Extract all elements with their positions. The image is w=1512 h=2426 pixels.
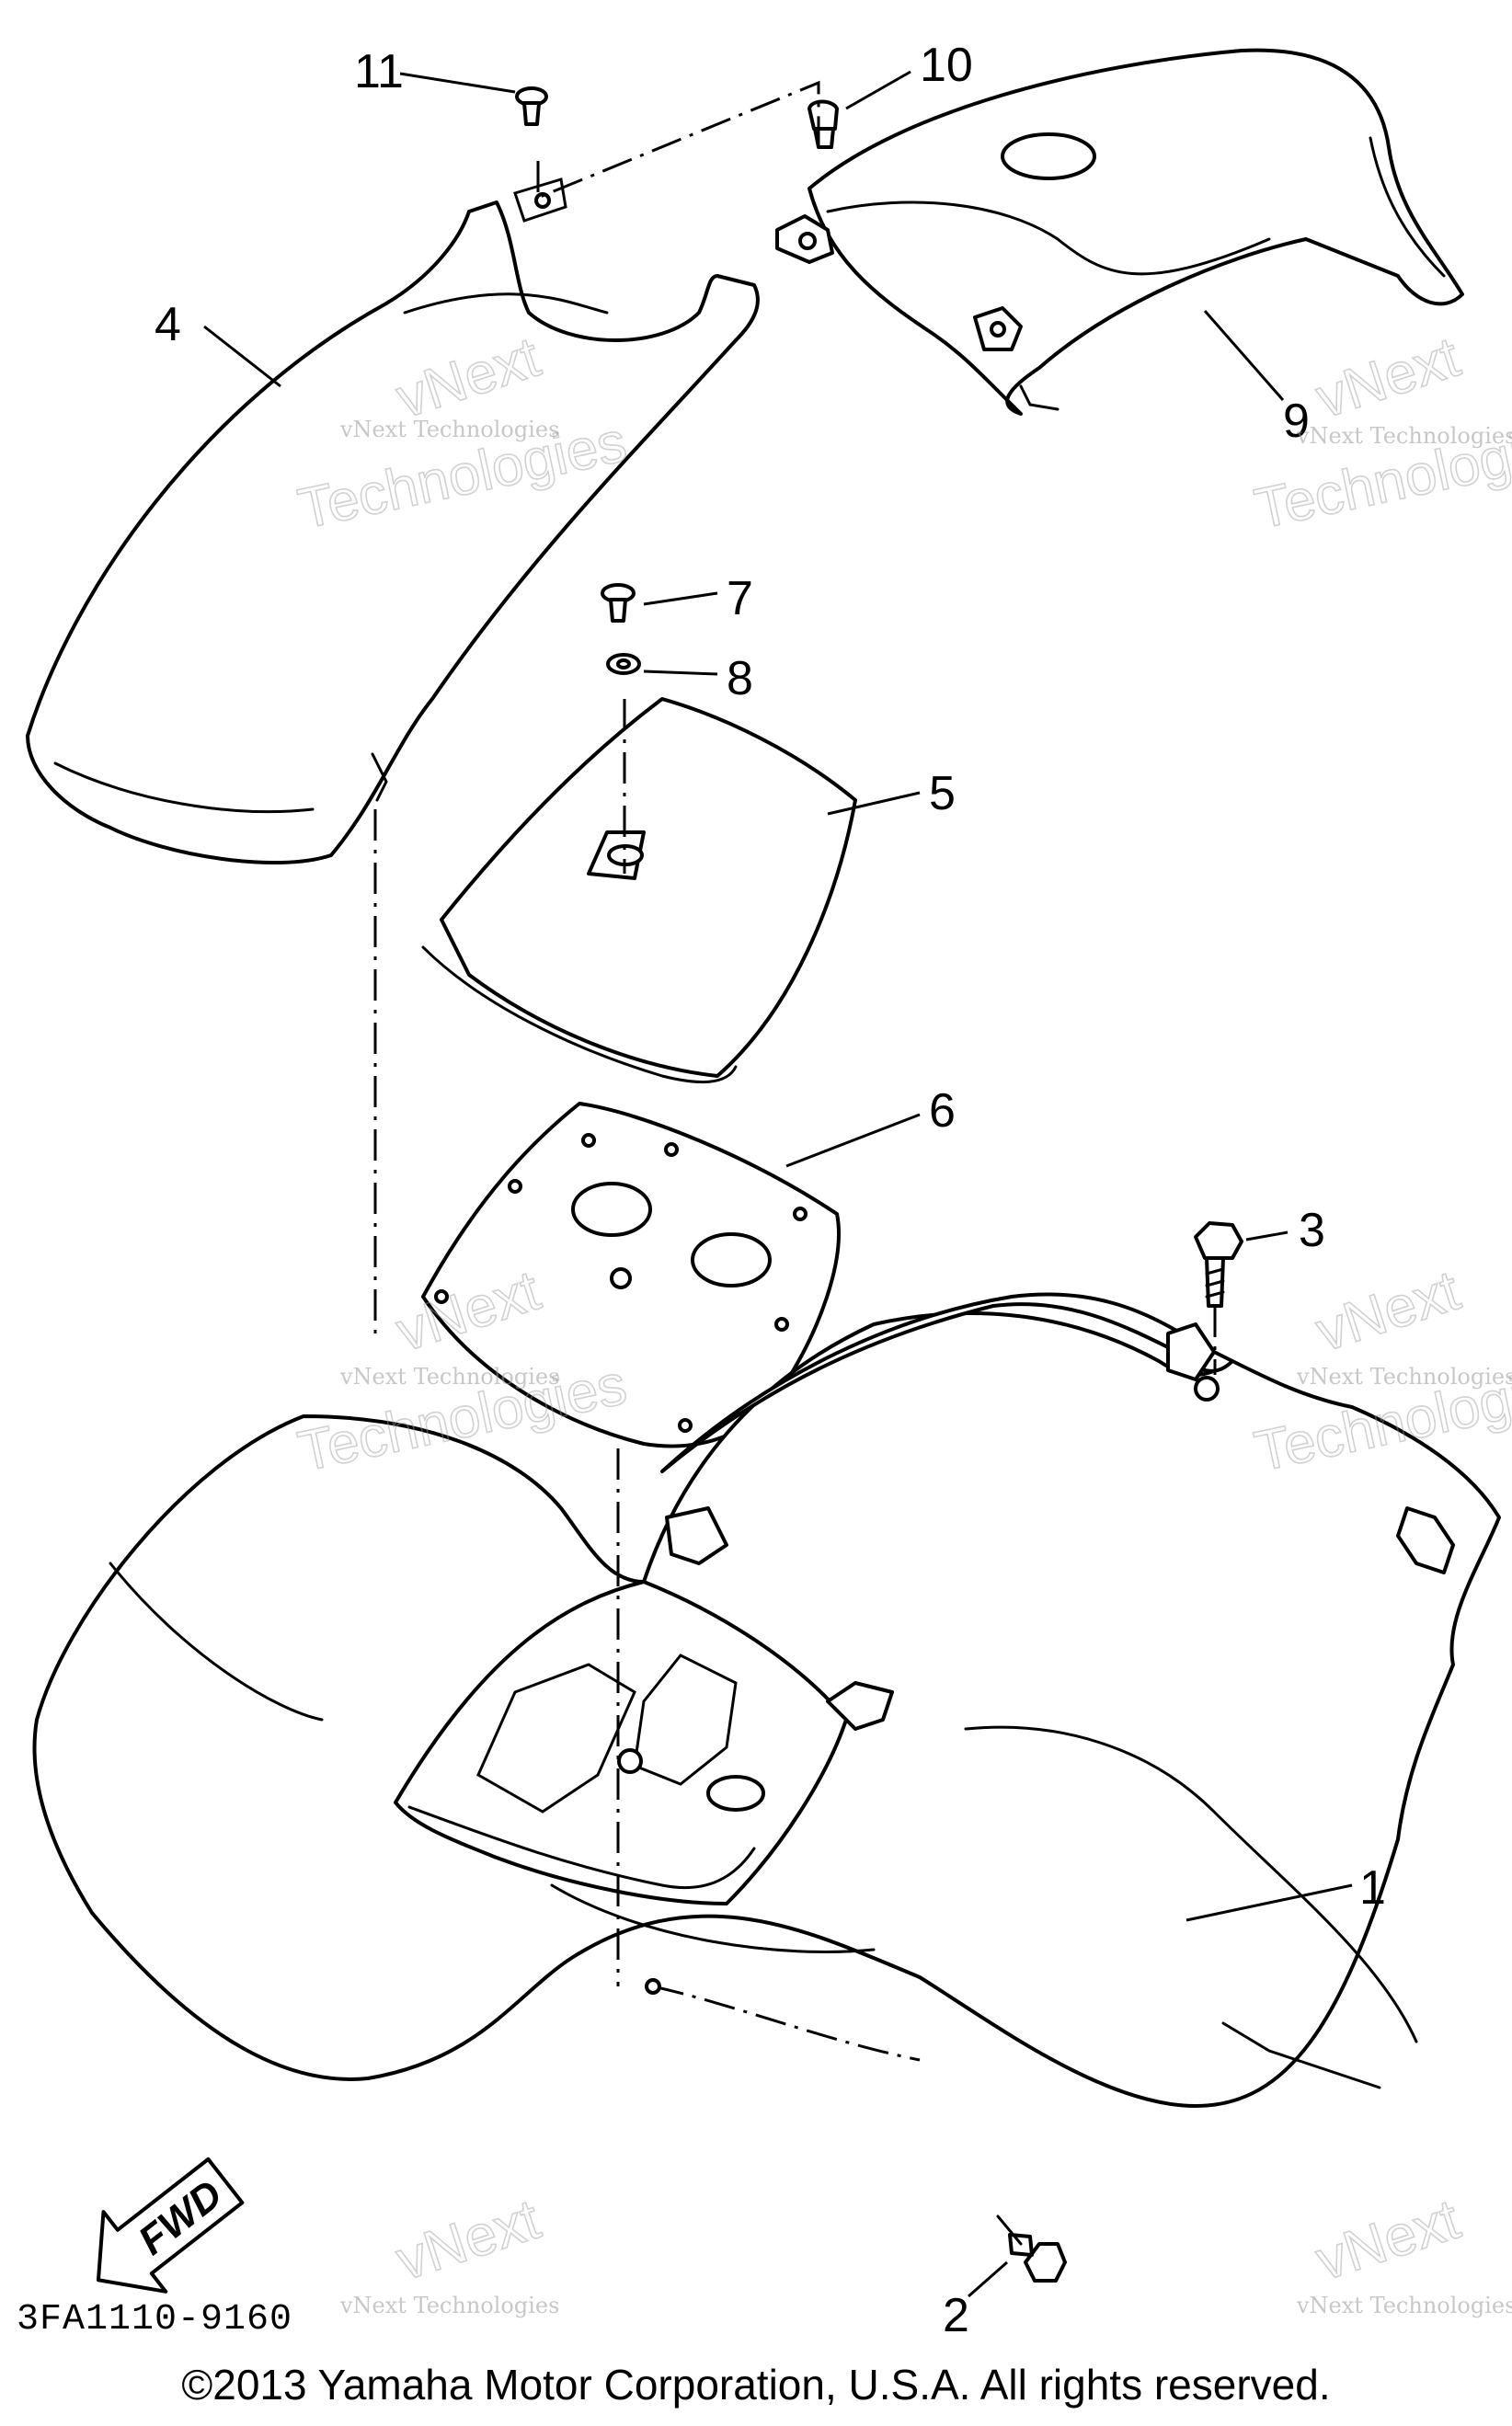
part-5-lens xyxy=(421,697,857,1084)
part-8-washer xyxy=(606,653,641,675)
callout-3: 3 xyxy=(1299,1204,1325,1257)
callout-labels: 1 2 3 4 5 6 7 8 9 10 11 xyxy=(155,39,1386,2342)
diagram-code: 3FA1110-9160 xyxy=(17,2299,293,2340)
callout-8: 8 xyxy=(727,652,753,705)
part-11-screw xyxy=(515,86,548,126)
svg-text:vNext Technologies: vNext Technologies xyxy=(1296,2293,1512,2318)
part-3-bolt xyxy=(1194,1221,1243,1308)
callout-4: 4 xyxy=(155,298,181,351)
leader-lines xyxy=(203,70,1353,2298)
callout-9: 9 xyxy=(1283,395,1310,448)
svg-text:vNext: vNext xyxy=(389,2188,547,2294)
callout-6: 6 xyxy=(929,1084,956,1138)
callout-7: 7 xyxy=(727,572,753,625)
svg-text:vNext: vNext xyxy=(1309,2188,1467,2294)
part-6-base-plate xyxy=(421,1102,841,1448)
svg-text:vNext: vNext xyxy=(1309,1259,1467,1365)
watermark-mid-right: vNext vNext Technologies Technologies xyxy=(1249,1258,1512,1485)
part-4-fender-flap xyxy=(26,177,760,864)
watermark-bottom-left: vNext vNext Technologies xyxy=(339,2187,559,2318)
svg-text:vNext Technologies: vNext Technologies xyxy=(1296,423,1512,449)
callout-1: 1 xyxy=(1359,1861,1386,1915)
part-10-grommet xyxy=(808,99,839,149)
part-1-rear-fender xyxy=(32,1292,1501,2108)
svg-text:vNext Technologies: vNext Technologies xyxy=(339,1364,559,1390)
part-9-rear-cover xyxy=(775,48,1464,416)
part-7-screw xyxy=(601,583,636,623)
fwd-arrow: FWD xyxy=(96,2157,245,2294)
callout-10: 10 xyxy=(920,39,973,92)
part-2-bolt xyxy=(996,2214,1067,2283)
svg-text:vNext: vNext xyxy=(1309,326,1467,431)
copyright-notice: ©2013 Yamaha Motor Corporation, U.S.A. A… xyxy=(181,2361,1331,2409)
svg-text:vNext Technologies: vNext Technologies xyxy=(339,417,559,442)
assembly-lines xyxy=(373,80,1217,1986)
svg-text:vNext Technologies: vNext Technologies xyxy=(1296,1364,1512,1390)
callout-2: 2 xyxy=(943,2289,969,2342)
svg-text:vNext Technologies: vNext Technologies xyxy=(339,2293,559,2318)
callout-5: 5 xyxy=(929,767,956,820)
callout-11: 11 xyxy=(354,45,404,98)
watermark-bottom-right: vNext vNext Technologies xyxy=(1296,2187,1512,2318)
